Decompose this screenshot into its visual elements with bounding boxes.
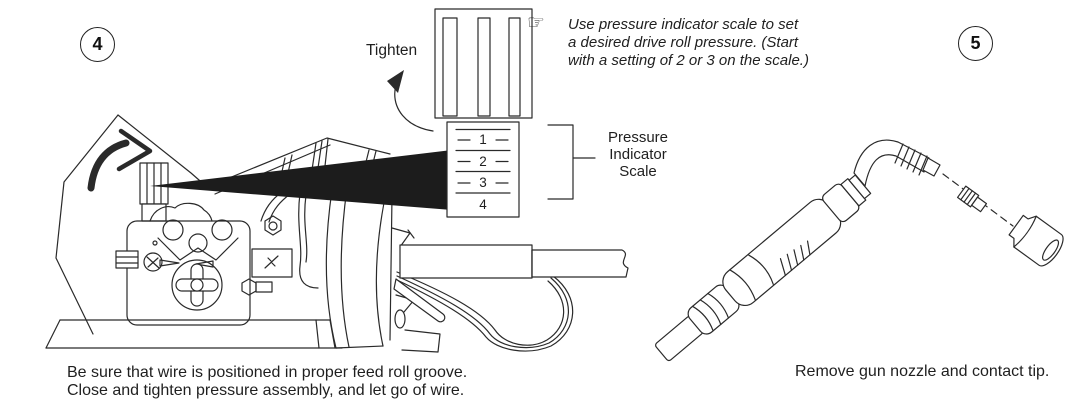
machine-pressure-knob <box>139 162 169 222</box>
gun-cable-connector <box>399 244 629 279</box>
step-4-number: 4 <box>80 27 115 62</box>
scale-bracket <box>547 124 596 200</box>
pressure-scale-mark-4: 4 <box>479 197 487 212</box>
pressure-scale-mark-3: 3 <box>479 175 487 190</box>
pressure-indicator-scale-label: Pressure Indicator Scale <box>607 129 669 180</box>
step-4-caption: Be sure that wire is positioned in prope… <box>67 364 468 399</box>
contact-tip <box>956 185 988 213</box>
feeder-right-details <box>251 191 293 278</box>
gun-handle <box>655 174 872 362</box>
tighten-arrow-icon <box>387 70 434 132</box>
feeder-base <box>45 319 343 349</box>
gun-illustration <box>655 139 1064 362</box>
gun-neck <box>853 139 941 187</box>
feeder-faceplate <box>389 195 441 353</box>
gun-nozzle <box>1008 214 1064 267</box>
gun-cable-loop <box>393 271 574 352</box>
feeder-illustration <box>45 114 629 353</box>
step-5-caption: Remove gun nozzle and contact tip. <box>795 363 1050 380</box>
feeder-door <box>55 114 208 335</box>
knob-detail <box>434 8 533 218</box>
feed-roll-assembly <box>115 202 273 326</box>
assembly-axis-dashed-line <box>942 173 1014 227</box>
magnifier-wedge <box>150 150 452 210</box>
tighten-label: Tighten <box>366 42 418 59</box>
close-direction-arrow-icon <box>87 128 153 192</box>
pointing-hand-icon: ☞ <box>527 12 545 34</box>
step-5-number: 5 <box>958 26 993 61</box>
pressure-note-text: Use pressure indicator scale to set a de… <box>568 16 809 69</box>
pressure-scale-mark-2: 2 <box>479 154 487 169</box>
pressure-scale-mark-1: 1 <box>479 132 487 147</box>
pressure-scale-window <box>446 121 520 218</box>
